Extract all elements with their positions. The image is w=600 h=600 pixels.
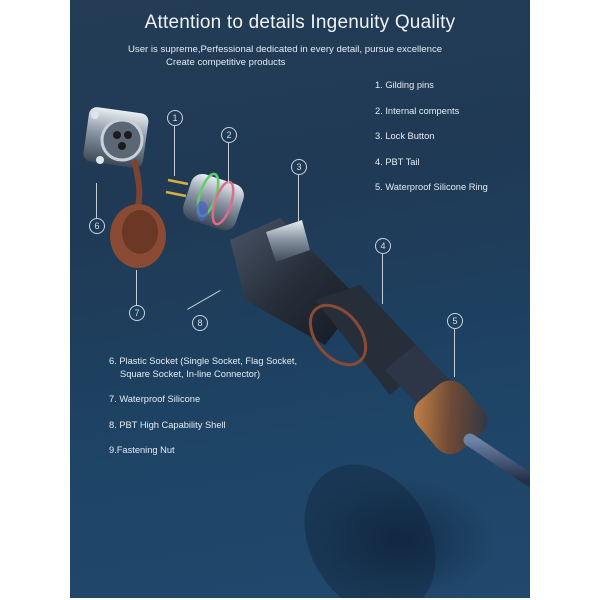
legend-item-5: 5. Waterproof Silicone Ring xyxy=(375,182,488,192)
legend-left: 6. Plastic Socket (Single Socket, Flag S… xyxy=(109,355,297,470)
legend-item-9: 9.Fastening Nut xyxy=(109,445,175,455)
legend-item-6-line-2: Square Socket, In-line Connector) xyxy=(120,368,261,379)
legend-item-2: 2. Internal compents xyxy=(375,105,460,116)
connector-exploded-illustration xyxy=(83,107,530,598)
callout-2-leader xyxy=(228,143,229,191)
gilding-pins-part xyxy=(165,178,189,198)
callout-3-leader xyxy=(298,175,299,222)
callout-6: 6 xyxy=(89,218,105,234)
callout-3: 3 xyxy=(291,159,307,175)
socket-part xyxy=(83,107,149,168)
legend-right: 1. Gilding pins 2. Internal compents 3. … xyxy=(375,79,488,207)
callout-1: 1 xyxy=(167,110,183,126)
callout-6-leader xyxy=(96,183,97,218)
legend-item-1: 1. Gilding pins xyxy=(375,80,434,90)
internal-components-part xyxy=(183,172,244,231)
legend-item-6-line-1: 6. Plastic Socket (Single Socket, Flag S… xyxy=(109,356,298,366)
product-infographic-panel: Attention to details Ingenuity Quality U… xyxy=(70,0,530,598)
callout-7: 7 xyxy=(129,305,145,321)
callout-2: 2 xyxy=(221,127,237,143)
callout-1-leader xyxy=(174,126,175,176)
subtitle-line-2: Create competitive products xyxy=(166,57,286,68)
callout-5: 5 xyxy=(447,313,463,329)
legend-item-4: 4. PBT Tail xyxy=(375,156,420,167)
legend-item-7: 7. Waterproof Silicone xyxy=(109,394,201,404)
legend-item-8: 8. PBT High Capability Shell xyxy=(109,419,226,430)
callout-4-leader xyxy=(382,254,383,304)
cable xyxy=(463,433,530,487)
callout-7-leader xyxy=(136,270,137,305)
legend-item-3: 3. Lock Button xyxy=(375,131,435,141)
callout-5-leader xyxy=(454,329,455,377)
page-title: Attention to details Ingenuity Quality xyxy=(144,12,456,33)
silicone-cap-part xyxy=(110,159,166,268)
subtitle-line-1: User is supreme,Perfessional dedicated i… xyxy=(128,44,443,55)
callout-4: 4 xyxy=(375,238,391,254)
legend-item-6: 6. Plastic Socket (Single Socket, Flag S… xyxy=(109,355,297,380)
callout-8: 8 xyxy=(192,315,208,331)
